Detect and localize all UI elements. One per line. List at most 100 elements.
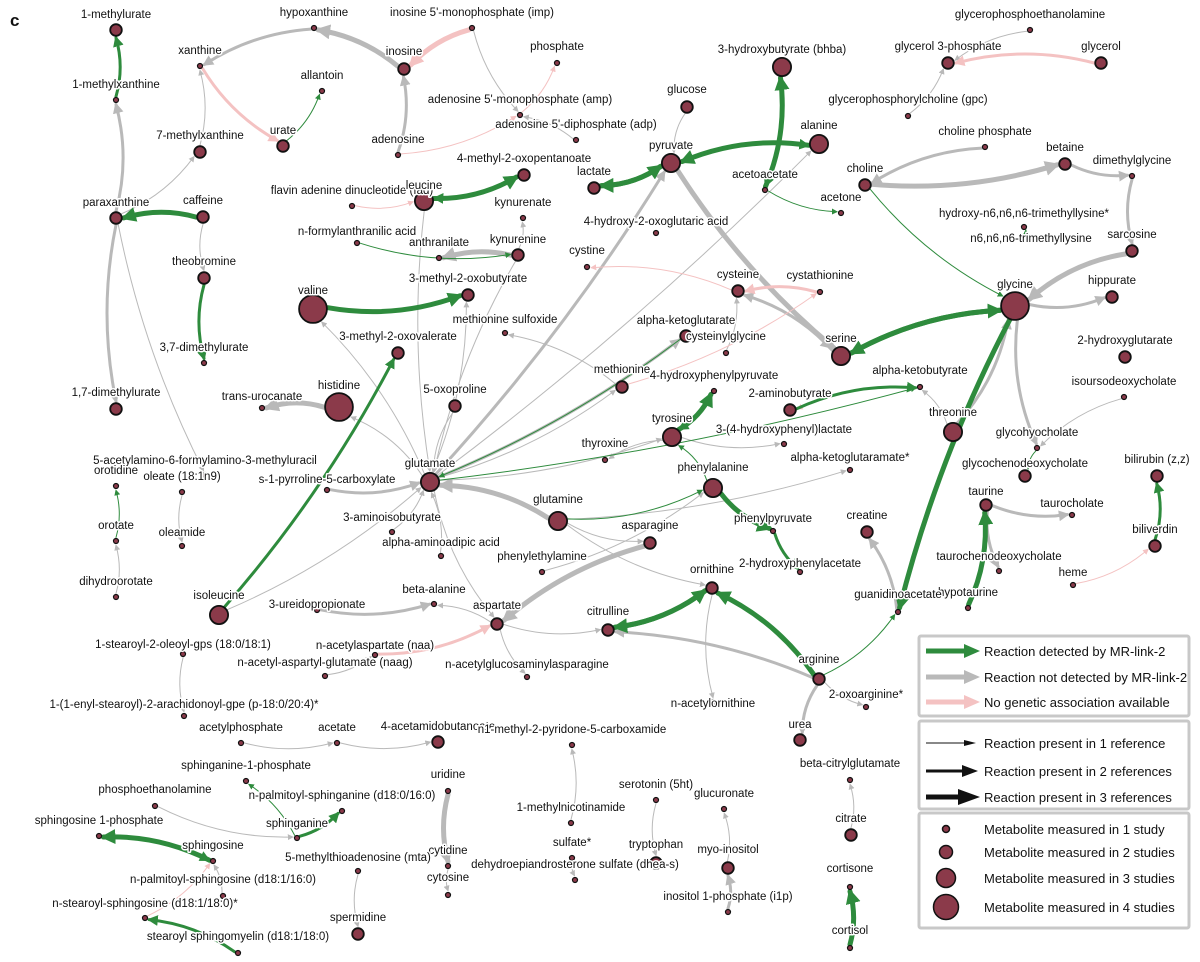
metabolite-label-nps: n-palmitoyl-sphingosine (d18:1/16:0) — [130, 874, 316, 886]
reaction-edge-4hpp-to-tyrosine — [677, 392, 714, 431]
reaction-edge-paraxanthine-to-1-methylxanthine — [113, 102, 125, 213]
metabolite-node-oleate — [178, 488, 186, 496]
reaction-edge-glutamate-to-methionine — [438, 389, 616, 478]
reaction-edge-biliverdin-to-bilirubin — [1153, 481, 1165, 541]
metabolite-node-3m2ov — [391, 346, 405, 360]
reaction-edge-arginine-to-citrulline — [613, 626, 814, 679]
metabolite-node-dimethylglycine — [1128, 172, 1136, 180]
reaction-edge-1-methylxanthine-to-1-methylurate — [113, 35, 124, 98]
metabolite-node-akb — [916, 383, 924, 391]
metabolite-label-5oxoproline: 5-oxoproline — [423, 384, 486, 396]
reaction-edge-arginine-to-urea — [796, 684, 819, 735]
reaction-edge-glutamate-to-pyruvate — [434, 170, 666, 476]
metabolite-label-akg: alpha-ketoglutarate — [637, 315, 735, 327]
reaction-edge-mta-to-spermidine — [353, 874, 360, 928]
metabolite-node-aspartate — [490, 617, 504, 631]
metabolite-label-gcdc: glycochenodeoxycholate — [962, 458, 1088, 470]
metabolite-node-afmu — [201, 471, 209, 479]
metabolite-label-3m2ov: 3-methyl-2-oxovalerate — [339, 331, 457, 343]
reaction-edge-nfa-to-kynurenine — [360, 242, 512, 260]
metabolite-label-biliverdin: biliverdin — [1132, 524, 1177, 536]
metabolite-node-glucose — [680, 100, 694, 114]
reaction-edge-sphinganine-to-sa1p — [247, 783, 296, 836]
metabolite-label-betaine: betaine — [1046, 142, 1084, 154]
metabolite-node-acetone — [837, 209, 845, 217]
reaction-edge-kynurenine-to-glutamate — [432, 260, 516, 473]
metabolite-node-nagn — [523, 673, 531, 681]
reaction-edge-histidine-to-transurocanate — [263, 396, 327, 412]
metabolite-label-caffeine: caffeine — [183, 195, 223, 207]
metabolite-node-5oxoproline — [448, 399, 462, 413]
metabolite-node-orotate — [112, 537, 120, 545]
reaction-edge-glutamine-to-phenylalanine — [567, 489, 704, 520]
metabolite-node-sa1p — [242, 777, 250, 785]
metabolite-label-4aab: 4-acetamidobutanoate — [381, 721, 495, 733]
metabolite-label-7-methylxanthine: 7-methylxanthine — [156, 130, 244, 142]
metabolite-label-hypoxanthine: hypoxanthine — [280, 7, 348, 19]
metabolite-label-3up: 3-ureidopropionate — [269, 599, 366, 611]
metabolite-node-betaine — [1058, 157, 1072, 171]
metabolite-node-glycohyocholate — [1033, 444, 1041, 452]
metabolite-node-xanthine — [196, 62, 204, 70]
metabolite-label-mta: 5-methylthioadenosine (mta) — [285, 852, 431, 864]
metabolite-node-allantoin — [318, 87, 326, 95]
metabolite-node-phenylalanine — [703, 477, 724, 498]
reaction-edge-ornithine-to-citrulline — [612, 588, 709, 634]
metabolite-node-isoursodeoxycholate — [1120, 393, 1128, 401]
reaction-edge-aaa-to-glutamate — [430, 491, 443, 553]
metabolite-label-sulfate: sulfate* — [553, 837, 592, 849]
reaction-edge-glycine-to-glycohyocholate — [1014, 319, 1038, 446]
reaction-edge-methionine-to-metso — [507, 332, 617, 385]
metabolite-label-pyruvate: pyruvate — [649, 140, 693, 152]
metabolite-node-taurocholate — [1068, 511, 1076, 519]
metabolite-label-isoleucine: isoleucine — [193, 590, 244, 602]
metabolite-label-spermidine: spermidine — [330, 912, 386, 924]
reaction-edge-pyruvate-to-lactate — [598, 163, 664, 193]
metabolite-label-s1p: sphingosine 1-phosphate — [35, 815, 164, 827]
metabolite-nodes — [95, 23, 1164, 957]
metabolite-label-betaalanine: beta-alanine — [402, 584, 465, 596]
metabolite-node-acetoacetate — [761, 186, 769, 194]
metabolite-label-heme: heme — [1059, 567, 1088, 579]
reaction-edge-glycine-to-guanidinoacetate — [895, 317, 1013, 611]
metabolite-node-asparagine — [643, 536, 657, 550]
reaction-edge-adenosine-to-inosine — [396, 74, 411, 153]
metabolite-node-glycerol — [1094, 56, 1108, 70]
metabolite-node-bilirubin — [1150, 469, 1164, 483]
metabolite-label-tml: n6,n6,n6-trimethyllysine — [970, 233, 1091, 245]
metabolite-label-17-dimethylurate: 1,7-dimethylurate — [72, 387, 161, 399]
metabolite-label-taurine: taurine — [968, 486, 1003, 498]
metabolite-label-4m2op: 4-methyl-2-oxopentanoate — [457, 153, 591, 165]
reaction-edge-cytidine-to-cytosine — [443, 869, 450, 892]
metabolite-node-glycerol3p — [941, 56, 955, 70]
reaction-edge-glutamate-to-aspartate — [433, 490, 495, 618]
metabolite-node-tcdc — [995, 567, 1003, 575]
metabolite-label-methionine: methionine — [594, 364, 650, 376]
reaction-edge-adenosine-to-amp — [400, 115, 517, 155]
metabolite-node-heme — [1069, 581, 1077, 589]
metabolite-node-sogps — [179, 650, 187, 658]
reaction-edge-glucose-to-pyruvate — [670, 113, 686, 154]
metabolite-node-urea — [793, 733, 807, 747]
metabolite-label-glycerol3p: glycerol 3-phosphate — [895, 41, 1002, 53]
metabolite-node-leucine — [413, 190, 434, 211]
metabolite-node-37-dimethylurate — [200, 359, 208, 367]
metabolite-label-nfa: n-formylanthranilic acid — [298, 226, 416, 238]
legend-ref1-label: Reaction present in 1 reference — [984, 736, 1165, 751]
metabolite-node-ornithine — [705, 581, 719, 595]
metabolite-node-mta — [354, 867, 362, 875]
reaction-edge-naa-to-aspartate — [376, 624, 492, 656]
metabolite-node-kynurenate — [519, 214, 527, 222]
metabolite-label-phenylalanine: phenylalanine — [678, 462, 749, 474]
metabolite-node-i1p — [724, 908, 732, 916]
reaction-edge-aspartate-to-nagn — [499, 629, 526, 674]
metabolite-node-acetylphosphate — [237, 739, 245, 747]
metabolite-label-cytidine: cytidine — [429, 845, 468, 857]
metabolite-label-arginine: arginine — [799, 654, 840, 666]
metabolite-node-citrulline — [601, 623, 615, 637]
metabolite-node-arginine — [812, 672, 826, 686]
metabolite-label-adp: adenosine 5'-diphosphate (adp) — [495, 119, 657, 131]
metabolite-label-cysgly: cysteinylglycine — [686, 331, 766, 343]
metabolite-node-nss — [141, 914, 149, 922]
reaction-edge-serine-to-cysteine — [742, 292, 834, 353]
